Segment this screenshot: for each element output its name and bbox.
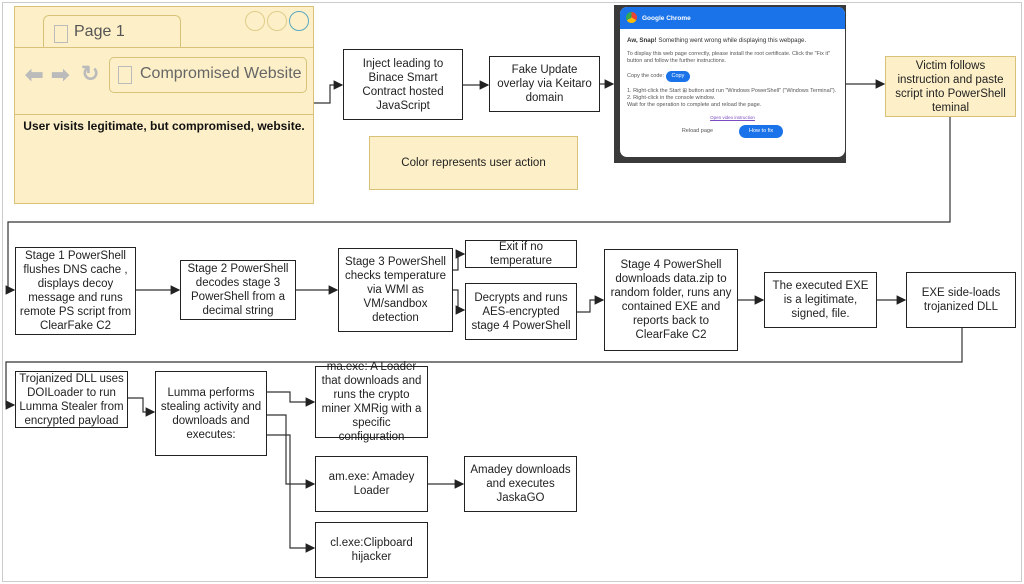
arrow-lumma-cl bbox=[267, 434, 316, 553]
arrow-lumma-am bbox=[267, 414, 316, 489]
chrome-logo-icon bbox=[626, 12, 637, 23]
back-icon: ⬅ bbox=[25, 62, 44, 87]
victim-step: Victim follows instruction and paste scr… bbox=[885, 56, 1016, 117]
amadey-step: Amadey downloads and executes JaskaGO bbox=[464, 456, 577, 512]
dialog-heading: Something went wrong while displaying th… bbox=[658, 37, 807, 44]
am-exe-step: am.exe: Amadey Loader bbox=[315, 456, 428, 512]
stage4-step: Stage 4 PowerShell downloads data.zip to… bbox=[604, 249, 738, 351]
executed-exe-step: The executed EXE is a legitimate, signed… bbox=[764, 272, 877, 328]
page-icon bbox=[118, 66, 132, 84]
lumma-step: Lumma performs stealing activity and dow… bbox=[155, 371, 267, 456]
window-circle-icon bbox=[267, 11, 287, 31]
chrome-error-screenshot: Google Chrome Aw, Snap! Something went w… bbox=[614, 5, 846, 163]
sideload-step: EXE side-loads trojanized DLL bbox=[906, 272, 1016, 328]
stage2-step: Stage 2 PowerShell decodes stage 3 Power… bbox=[180, 260, 296, 320]
page-icon bbox=[54, 25, 68, 43]
forward-icon: ➡ bbox=[51, 62, 70, 87]
reload-page-button[interactable]: Reload page bbox=[681, 128, 714, 134]
trojanized-dll-step: Trojanized DLL uses DOILoader to run Lum… bbox=[15, 371, 128, 428]
arrow-browser-inject bbox=[314, 80, 344, 104]
cl-exe-step: cl.exe:Clipboard hijacker bbox=[315, 522, 428, 578]
legend-user-action: Color represents user action bbox=[369, 136, 578, 190]
copy-button[interactable]: Copy bbox=[665, 71, 691, 82]
how-to-fix-button[interactable]: How to fix bbox=[739, 125, 784, 138]
browser-caption: User visits legitimate, but compromised,… bbox=[23, 119, 305, 133]
stage3-step: Stage 3 PowerShell checks temperature vi… bbox=[338, 248, 453, 332]
arrow-stage3-exit bbox=[453, 249, 466, 271]
arrow-sideload-trojanized bbox=[5, 328, 963, 410]
inject-step: Inject leading to Binace Smart Contract … bbox=[343, 49, 463, 120]
url-text: Compromised Website bbox=[140, 65, 302, 82]
arrow-trojanized-lumma bbox=[128, 397, 156, 417]
arrow-victim-stage1 bbox=[5, 117, 951, 295]
dialog-title: Google Chrome bbox=[642, 14, 691, 22]
instruction-3: Wait for the operation to complete and r… bbox=[627, 102, 762, 108]
window-circle-icon bbox=[245, 11, 265, 31]
dialog-body: To display this web page correctly, plea… bbox=[627, 51, 831, 64]
stage1-step: Stage 1 PowerShell flushes DNS cache , d… bbox=[15, 247, 136, 335]
instruction-1: 1. Right-click the Start ⊞ button and ru… bbox=[627, 88, 837, 94]
arrow-stage3-decrypts bbox=[453, 289, 466, 315]
dialog-heading-bold: Aw, Snap! bbox=[627, 37, 657, 44]
video-instruction-link[interactable]: Open video instruction bbox=[710, 115, 755, 120]
instruction-2: 2. Right-click in the console window. bbox=[627, 95, 716, 101]
url-bar: Compromised Website bbox=[109, 57, 307, 93]
fake-update-step: Fake Update overlay via Keitaro domain bbox=[489, 56, 600, 112]
decrypts-step: Decrypts and runs AES-encrypted stage 4 … bbox=[465, 283, 577, 340]
browser-tab: Page 1 bbox=[43, 15, 181, 48]
arrow-lumma-ma bbox=[267, 391, 316, 407]
copy-label: Copy the code: bbox=[627, 73, 664, 79]
exit-step: Exit if no temperature bbox=[465, 240, 577, 268]
reload-icon: ↻ bbox=[81, 61, 100, 86]
window-circle-icon bbox=[289, 11, 309, 31]
arrow-decrypts-stage4 bbox=[577, 295, 605, 313]
compromised-website-browser: Page 1 ⬅ ➡ ↻ Compromised Website User vi… bbox=[14, 6, 314, 204]
ma-exe-step: ma.exe: A Loader that downloads and runs… bbox=[315, 361, 428, 443]
tab-label: Page 1 bbox=[74, 23, 125, 40]
